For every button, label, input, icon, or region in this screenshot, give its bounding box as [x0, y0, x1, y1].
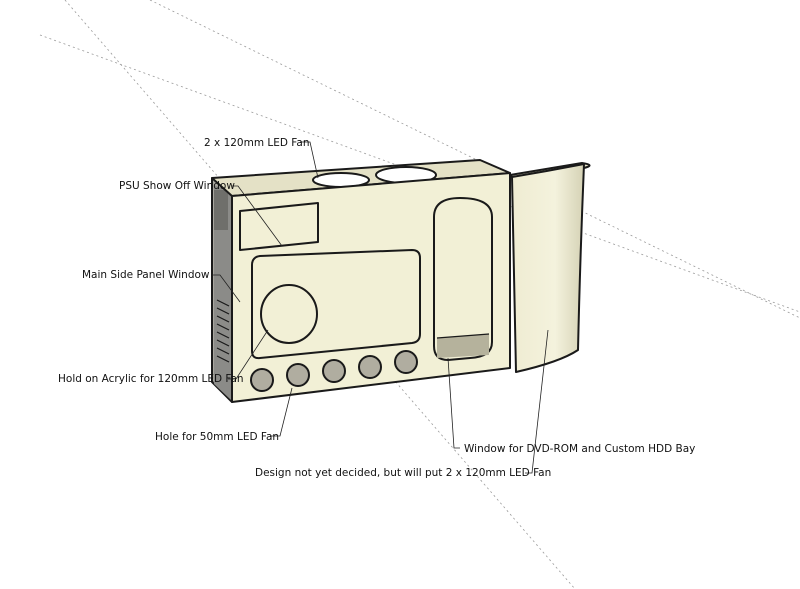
small-fan-hole — [286, 363, 310, 387]
acrylic-fan-hole — [260, 284, 318, 344]
dvd-hdd-window — [433, 197, 493, 361]
label-small-fan-holes: Hole for 50mm LED Fan — [155, 431, 279, 443]
label-top-fans: 2 x 120mm LED Fan — [204, 137, 309, 149]
small-fan-hole — [250, 368, 274, 392]
small-fan-hole — [394, 350, 418, 374]
small-fan-hole — [358, 355, 382, 379]
label-main-window: Main Side Panel Window — [82, 269, 210, 281]
label-dvd-window: Window for DVD-ROM and Custom HDD Bay — [464, 443, 695, 455]
leader-lines — [212, 141, 549, 474]
label-acrylic-hole: Hold on Acrylic for 120mm LED Fan — [58, 373, 244, 385]
small-fan-hole — [322, 359, 346, 383]
perspective-guides — [39, 0, 800, 589]
psu-window — [239, 202, 319, 251]
label-psu-window: PSU Show Off Window — [119, 180, 235, 192]
front-panel — [509, 162, 591, 373]
case-left-side — [211, 177, 233, 403]
rear-vent-slots — [216, 299, 230, 363]
label-front-design: Design not yet decided, but will put 2 x… — [255, 467, 551, 479]
small-fan-holes — [250, 350, 418, 392]
